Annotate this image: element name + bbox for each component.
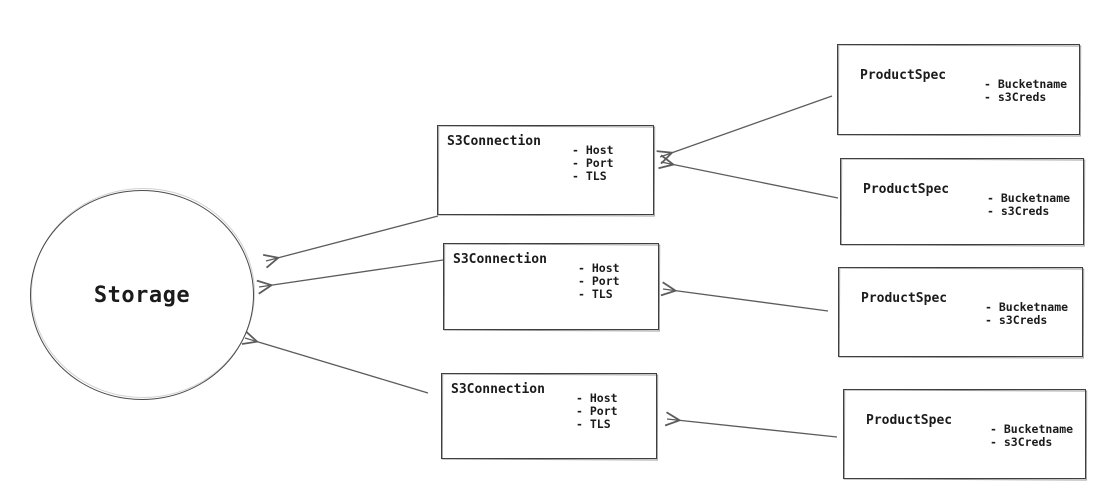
productspec-2-attributes: - Bucketname - s3Creds: [987, 192, 1070, 218]
productspec-1-attributes: - Bucketname - s3Creds: [984, 78, 1067, 104]
s3connection-1-title: S3Connection: [447, 134, 541, 149]
attribute-host: - Host: [572, 143, 614, 157]
attribute-tls: - TLS: [572, 169, 607, 183]
node-s3connection-1: S3Connection - Host - Port - TLS: [437, 125, 654, 215]
arrow-productspec-2-to-s3connection-1: [661, 162, 839, 199]
attribute-bucketname: - Bucketname: [984, 77, 1068, 91]
productspec-3-attributes: - Bucketname - s3Creds: [985, 301, 1068, 327]
node-productspec-3: ProductSpec - Bucketname - s3Creds: [838, 267, 1083, 357]
productspec-1-title: ProductSpec: [860, 68, 947, 83]
node-productspec-1: ProductSpec - Bucketname - s3Creds: [837, 44, 1080, 135]
attribute-port: - Port: [578, 274, 620, 288]
attribute-s3creds: - s3Creds: [990, 435, 1053, 449]
attribute-s3creds: - s3Creds: [984, 90, 1047, 104]
node-s3connection-3: S3Connection - Host - Port - TLS: [441, 373, 657, 459]
arrow-productspec-4-to-s3connection-3: [667, 419, 838, 438]
attribute-host: - Host: [578, 261, 620, 275]
s3connection-1-attributes: - Host - Port - TLS: [572, 144, 614, 183]
attribute-tls: - TLS: [576, 417, 611, 431]
attribute-bucketname: - Bucketname: [987, 191, 1071, 205]
s3connection-3-title: S3Connection: [451, 382, 545, 397]
arrow-productspec-1-to-s3connection-1: [660, 95, 833, 157]
attribute-bucketname: - Bucketname: [985, 300, 1069, 314]
arrow-s3connection-1-to-storage: [266, 215, 439, 261]
attribute-port: - Port: [572, 156, 614, 170]
arrow-s3connection-3-to-storage: [245, 338, 429, 394]
productspec-2-title: ProductSpec: [863, 182, 950, 197]
node-productspec-2: ProductSpec - Bucketname - s3Creds: [840, 158, 1084, 245]
node-storage: Storage: [30, 190, 254, 400]
productspec-4-attributes: - Bucketname - s3Creds: [990, 423, 1073, 449]
attribute-port: - Port: [576, 404, 618, 418]
productspec-4-title: ProductSpec: [866, 413, 953, 428]
attribute-tls: - TLS: [578, 287, 613, 301]
attribute-s3creds: - s3Creds: [987, 204, 1050, 218]
s3connection-2-title: S3Connection: [453, 252, 547, 267]
s3connection-2-attributes: - Host - Port - TLS: [578, 262, 620, 301]
attribute-host: - Host: [576, 391, 618, 405]
storage-label: Storage: [93, 282, 191, 308]
arrow-s3connection-2-to-storage: [259, 259, 444, 287]
attribute-bucketname: - Bucketname: [990, 422, 1074, 436]
node-s3connection-2: S3Connection - Host - Port - TLS: [443, 243, 659, 330]
s3connection-3-attributes: - Host - Port - TLS: [576, 392, 618, 431]
arrow-productspec-3-to-s3connection-2: [663, 289, 829, 312]
node-productspec-4: ProductSpec - Bucketname - s3Creds: [843, 389, 1086, 479]
attribute-s3creds: - s3Creds: [985, 313, 1048, 327]
productspec-3-title: ProductSpec: [861, 291, 948, 306]
